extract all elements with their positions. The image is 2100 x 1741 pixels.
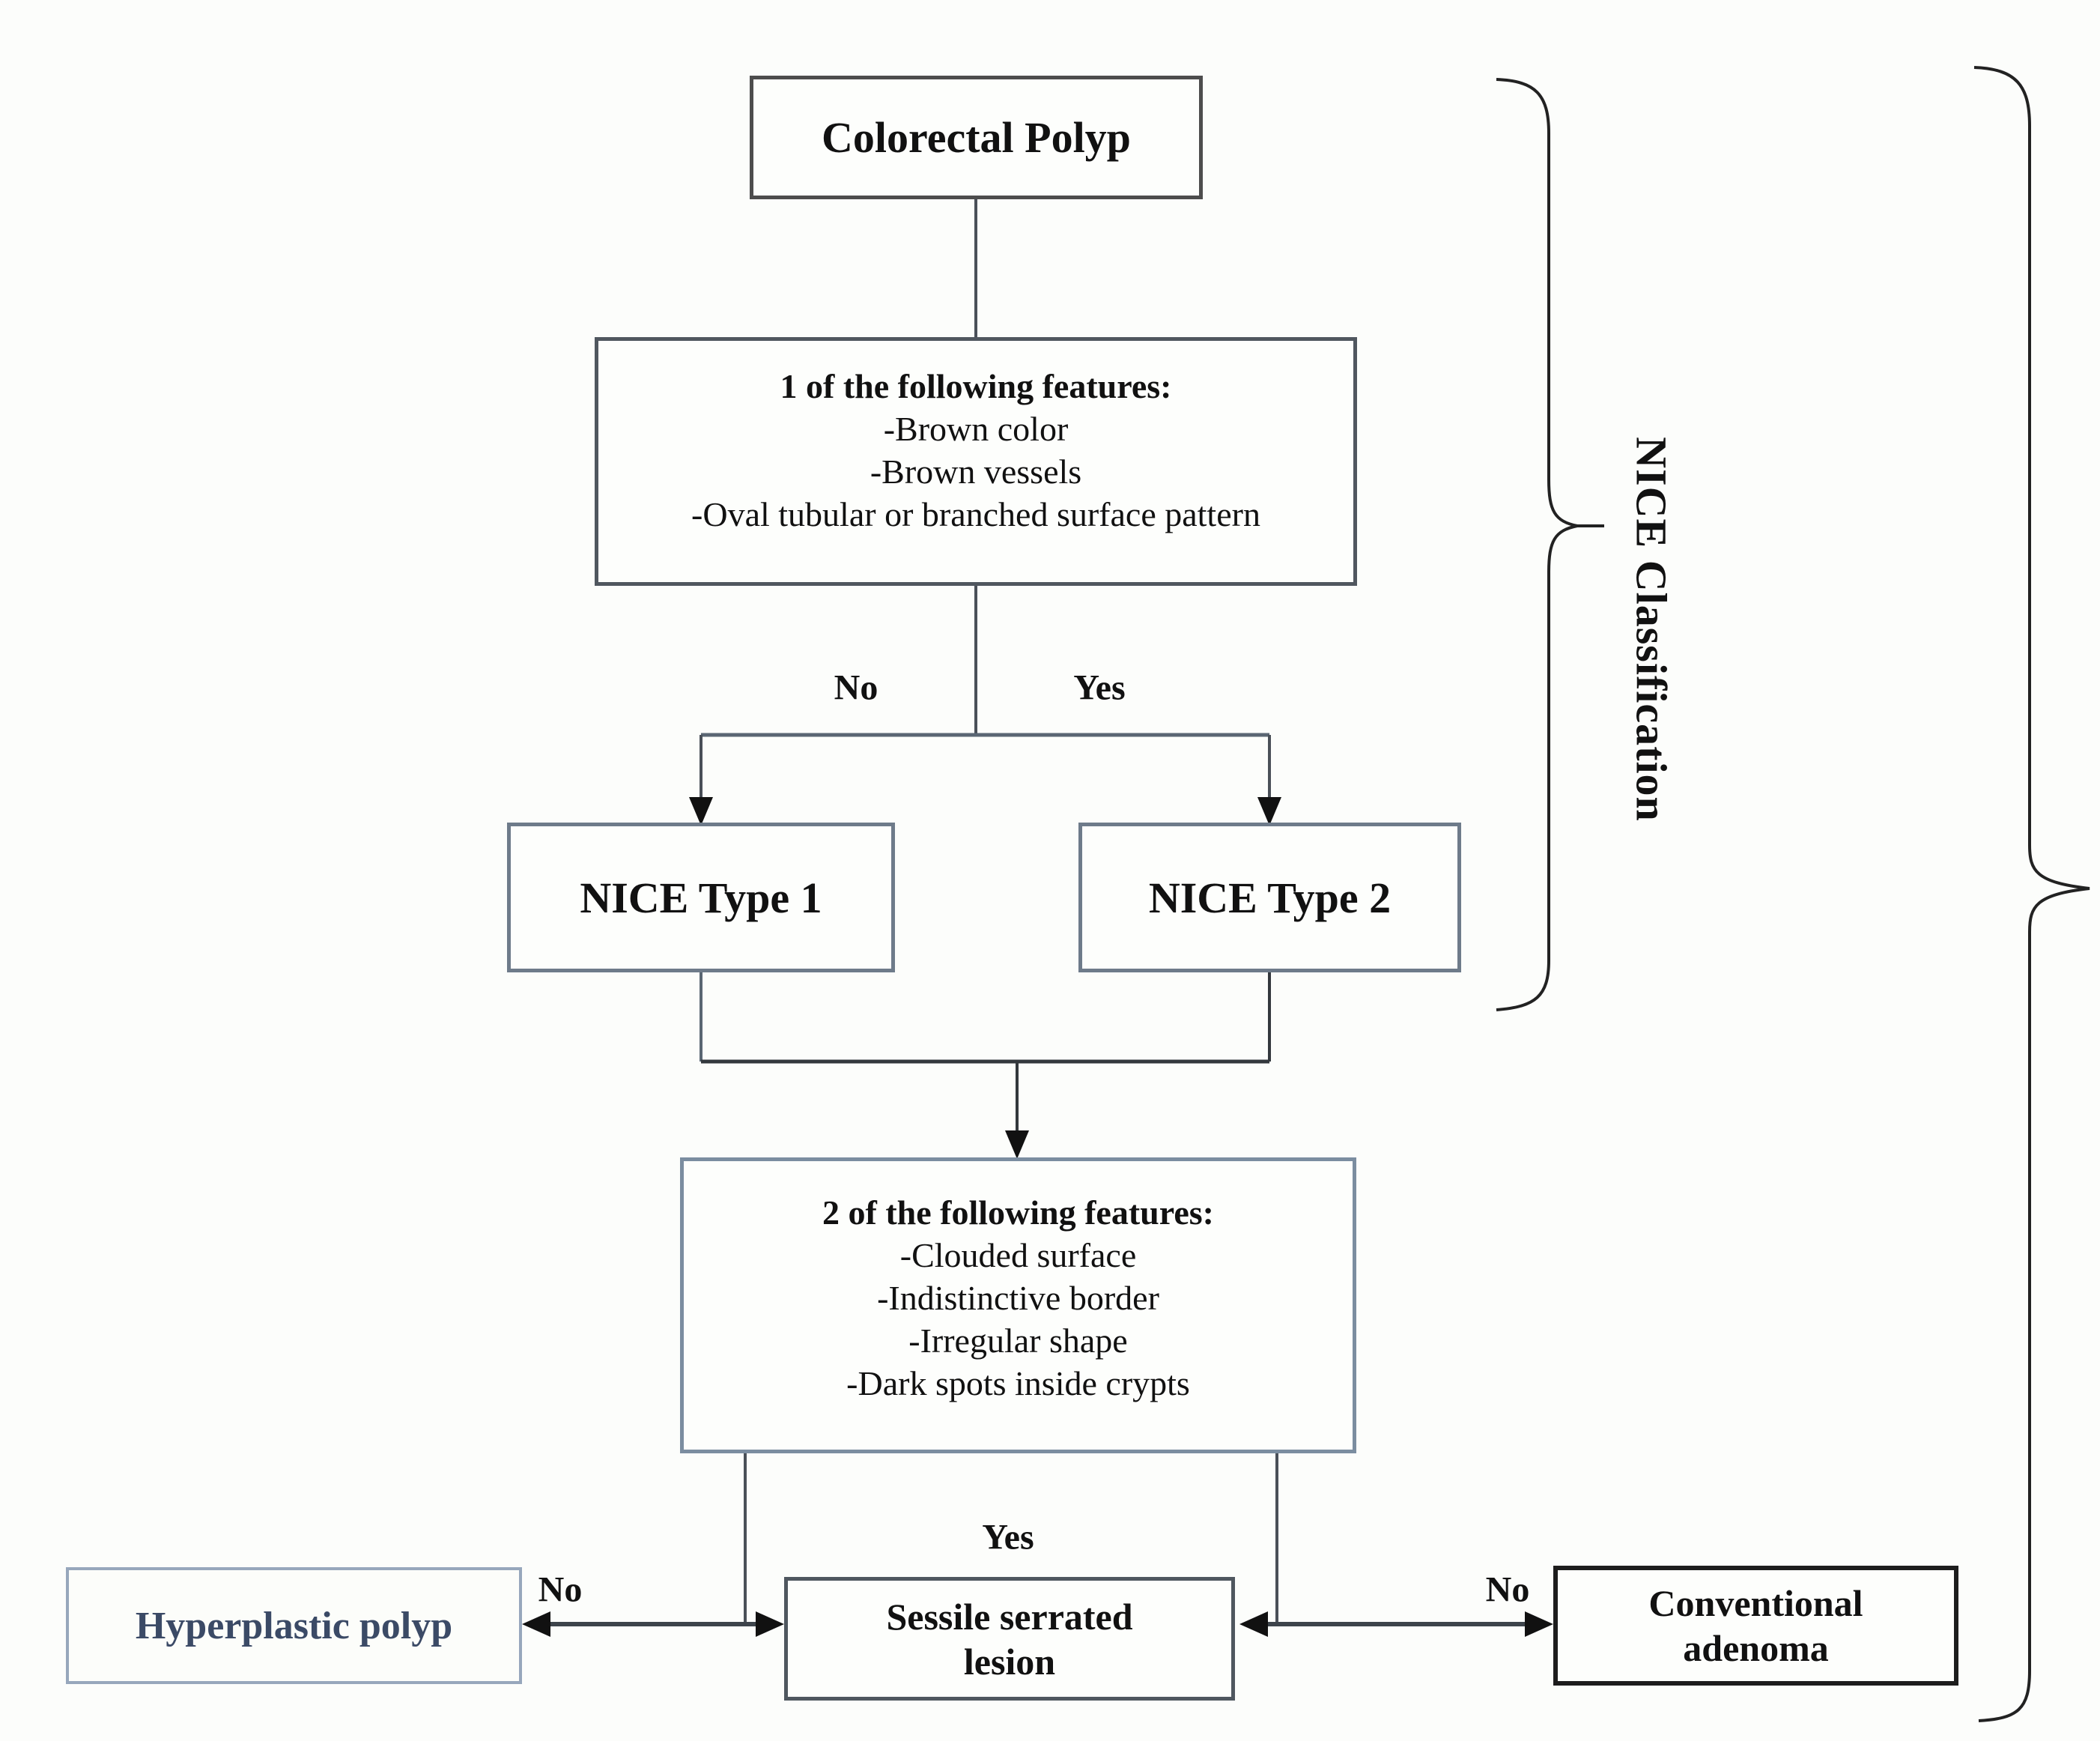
- node-nice-type-1: NICE Type 1: [507, 823, 895, 972]
- node-criteria-sessile: 2 of the following features: -Clouded su…: [680, 1157, 1356, 1453]
- criteria1-heading: 1 of the following features:: [780, 367, 1172, 405]
- node-sessile-serrated-lesion-label: Sessile serrated lesion: [886, 1595, 1133, 1683]
- node-colorectal-polyp: Colorectal Polyp: [750, 76, 1203, 199]
- branch1-yes-label: Yes: [1073, 667, 1126, 708]
- nice-classification-label: NICE Classification: [1627, 437, 1676, 822]
- arrowhead-into-hyperplastic: [522, 1611, 550, 1637]
- criteria2-item: -Dark spots inside crypts: [846, 1364, 1190, 1402]
- criteria1-item: -Brown vessels: [870, 452, 1082, 491]
- arrowhead-into-criteria2: [1005, 1130, 1029, 1159]
- criteria1-item: -Brown color: [883, 410, 1069, 448]
- criteria2-heading: 2 of the following features:: [822, 1193, 1214, 1232]
- node-hyperplastic-polyp-label: Hyperplastic polyp: [135, 1604, 453, 1647]
- node-hyperplastic-polyp: Hyperplastic polyp: [66, 1567, 522, 1684]
- arrowhead-into-nice2: [1257, 797, 1281, 826]
- branch2-no-left-label: No: [538, 1569, 583, 1610]
- node-conventional-adenoma-label: Conventional adenoma: [1648, 1582, 1863, 1669]
- node-nice-type-2-label: NICE Type 2: [1148, 873, 1392, 922]
- node-sessile-serrated-lesion: Sessile serrated lesion: [784, 1577, 1235, 1701]
- branch2-no-right-label: No: [1485, 1569, 1530, 1610]
- arrowhead-into-nice1: [689, 797, 713, 826]
- criteria2-item: -Indistinctive border: [877, 1279, 1159, 1317]
- criteria1-item: -Oval tubular or branched surface patter…: [691, 495, 1260, 533]
- arrowhead-into-sessile-left: [756, 1611, 784, 1637]
- nice-classification-brace: [1496, 78, 1578, 1011]
- criteria2-item: -Clouded surface: [899, 1236, 1137, 1274]
- overall-figure-brace: [1973, 66, 2090, 1722]
- arrowhead-into-conventional: [1525, 1611, 1553, 1637]
- branch1-no-label: No: [834, 667, 878, 708]
- node-nice-type-1-label: NICE Type 1: [580, 873, 822, 922]
- criteria2-item: -Irregular shape: [908, 1321, 1128, 1360]
- node-criteria-nice1: 1 of the following features: -Brown colo…: [595, 337, 1357, 586]
- node-nice-type-2: NICE Type 2: [1078, 823, 1461, 972]
- branch2-yes-label: Yes: [982, 1517, 1034, 1557]
- node-conventional-adenoma: Conventional adenoma: [1553, 1566, 1958, 1686]
- arrowhead-into-sessile-right: [1239, 1611, 1268, 1637]
- node-colorectal-polyp-label: Colorectal Polyp: [822, 113, 1131, 162]
